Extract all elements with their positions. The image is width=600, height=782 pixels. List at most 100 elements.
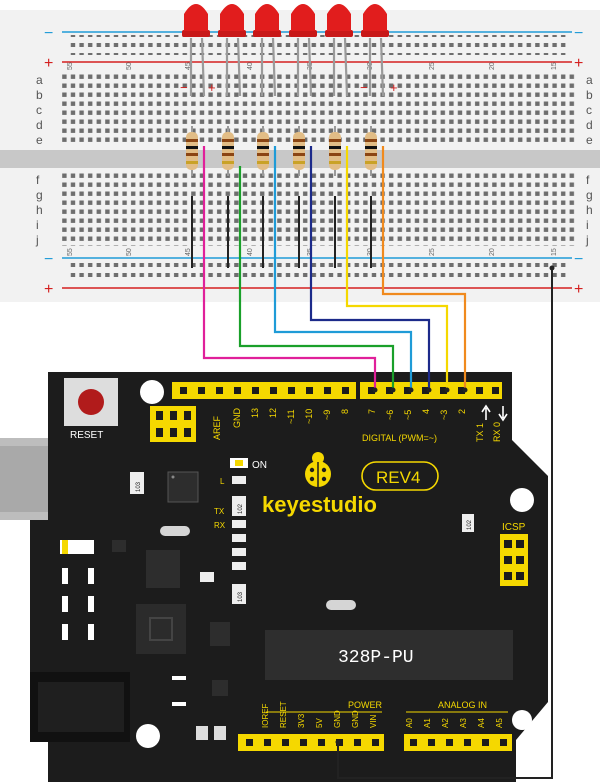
smd-resistor-102b-label: 102 (467, 519, 473, 530)
resistor-5-band-2 (329, 146, 341, 149)
resistor-1-band-2 (186, 146, 198, 149)
rail-top-minus-right: − (574, 25, 583, 42)
capacitor-2-core (68, 596, 88, 612)
socket (372, 739, 379, 746)
resistor-4-band-4 (293, 161, 305, 164)
signal-wire-ends (372, 387, 468, 393)
pin-label-a0: A0 (405, 718, 414, 728)
socket (446, 739, 453, 746)
rail-bottom-plus-right: + (574, 281, 583, 298)
smd-resistor-103b-label: 103 (238, 591, 244, 602)
icsp-left-pin (156, 411, 163, 420)
pin-label-a2: A2 (441, 718, 450, 728)
smd-part (200, 572, 214, 582)
icsp-right-pin (516, 540, 524, 548)
row-letter-e: e (36, 133, 43, 147)
rail-top-plus-right: + (574, 55, 583, 72)
socket (252, 387, 259, 394)
icsp-right-pins (504, 540, 524, 580)
top-header-sockets (180, 387, 499, 394)
mount-hole-1 (140, 380, 164, 404)
pin-label-ioref: IOREF (261, 703, 270, 728)
led-4-rim (289, 30, 317, 37)
pin-label-a5: A5 (495, 718, 504, 728)
wire-pin-6 (238, 166, 395, 390)
row-letter-f-right: f (586, 173, 590, 187)
resistor-5-body (329, 132, 341, 170)
resistor-2-body (222, 132, 234, 170)
pin-label-8: 8 (340, 409, 350, 414)
smd-cap (214, 726, 226, 740)
resistor-6-band-1 (365, 139, 377, 142)
led-3 (253, 4, 281, 97)
regulator-chip (146, 550, 180, 588)
led-1-plus-label: + (208, 80, 216, 95)
led-2-dome (220, 4, 244, 31)
pin-label-aref: AREF (212, 415, 222, 440)
socket (476, 387, 483, 394)
pin-label-vin: VIN (369, 714, 378, 728)
led-4-leg-b (307, 37, 313, 97)
ground-jumpers (191, 196, 372, 268)
led-1-dome (184, 4, 208, 31)
pin-label-13: 13 (250, 408, 260, 418)
led-5-leg-b (343, 37, 349, 97)
inductor (136, 604, 186, 654)
wire-pin-7 (202, 146, 377, 390)
led-2-leg-b (236, 37, 242, 97)
top-header-labels: AREF GND 13 12 ~11 ~10 ~9 8 7 ~6 ~5 4 ~3… (212, 408, 502, 443)
pin-label-7: 7 (367, 409, 377, 414)
diode-band (62, 540, 68, 554)
row-letter-c: c (36, 103, 42, 117)
resistor-3-band-2 (257, 146, 269, 149)
socket (198, 387, 205, 394)
pin-label-5: ~5 (403, 410, 413, 420)
socket (342, 387, 349, 394)
pin-label-6: ~6 (385, 410, 395, 420)
col-num-top-45: 45 (185, 62, 192, 70)
ladybug-spot (321, 476, 327, 482)
resistor-2-band-1 (222, 139, 234, 142)
led-3-dome (255, 4, 279, 31)
led-6 (361, 4, 389, 97)
analog-pin-labels: A0 A1 A2 A3 A4 A5 (405, 718, 504, 728)
socket (500, 739, 507, 746)
icsp-left-pin (184, 411, 191, 420)
signal-wires (202, 146, 467, 390)
oscillator (326, 600, 356, 610)
resistor-5-band-4 (329, 161, 341, 164)
resistor-1 (186, 126, 198, 176)
inductor-mark (149, 617, 173, 641)
row-letter-f: f (36, 173, 40, 187)
socket (440, 387, 447, 394)
socket (234, 387, 241, 394)
tx-arrow-icon (481, 404, 491, 420)
reset-button[interactable] (78, 389, 104, 415)
small-ic (210, 622, 230, 646)
resistor-6-band-4 (365, 161, 377, 164)
led-6-plus-label: + (390, 80, 398, 95)
led-5 (325, 4, 353, 97)
power-header (238, 734, 384, 751)
pin-label-5v: 5V (315, 718, 324, 728)
socket (246, 739, 253, 746)
col-num-top-40: 40 (247, 62, 254, 70)
socket (288, 387, 295, 394)
power-pin-labels: IOREF RESET 3V3 5V GND GND VIN (261, 701, 378, 728)
col-num-bot-40: 40 (247, 248, 254, 256)
socket (306, 387, 313, 394)
row-letter-d: d (36, 118, 43, 132)
icsp-left-pin (170, 411, 177, 420)
led-6-dome (363, 4, 387, 31)
col-num-bot-50: 50 (126, 248, 133, 256)
smd-resistor-103b (232, 584, 246, 604)
pin-label-3v3: 3V3 (297, 713, 306, 728)
smd-resistor-102 (232, 496, 246, 516)
led-rx (232, 534, 246, 542)
led-tx (232, 520, 246, 528)
wire-end (444, 387, 450, 393)
wire-pin-3 (345, 146, 449, 390)
resistor-4-band-2 (293, 146, 305, 149)
pin-label-3: ~3 (439, 410, 449, 420)
mount-hole-2 (510, 488, 534, 512)
